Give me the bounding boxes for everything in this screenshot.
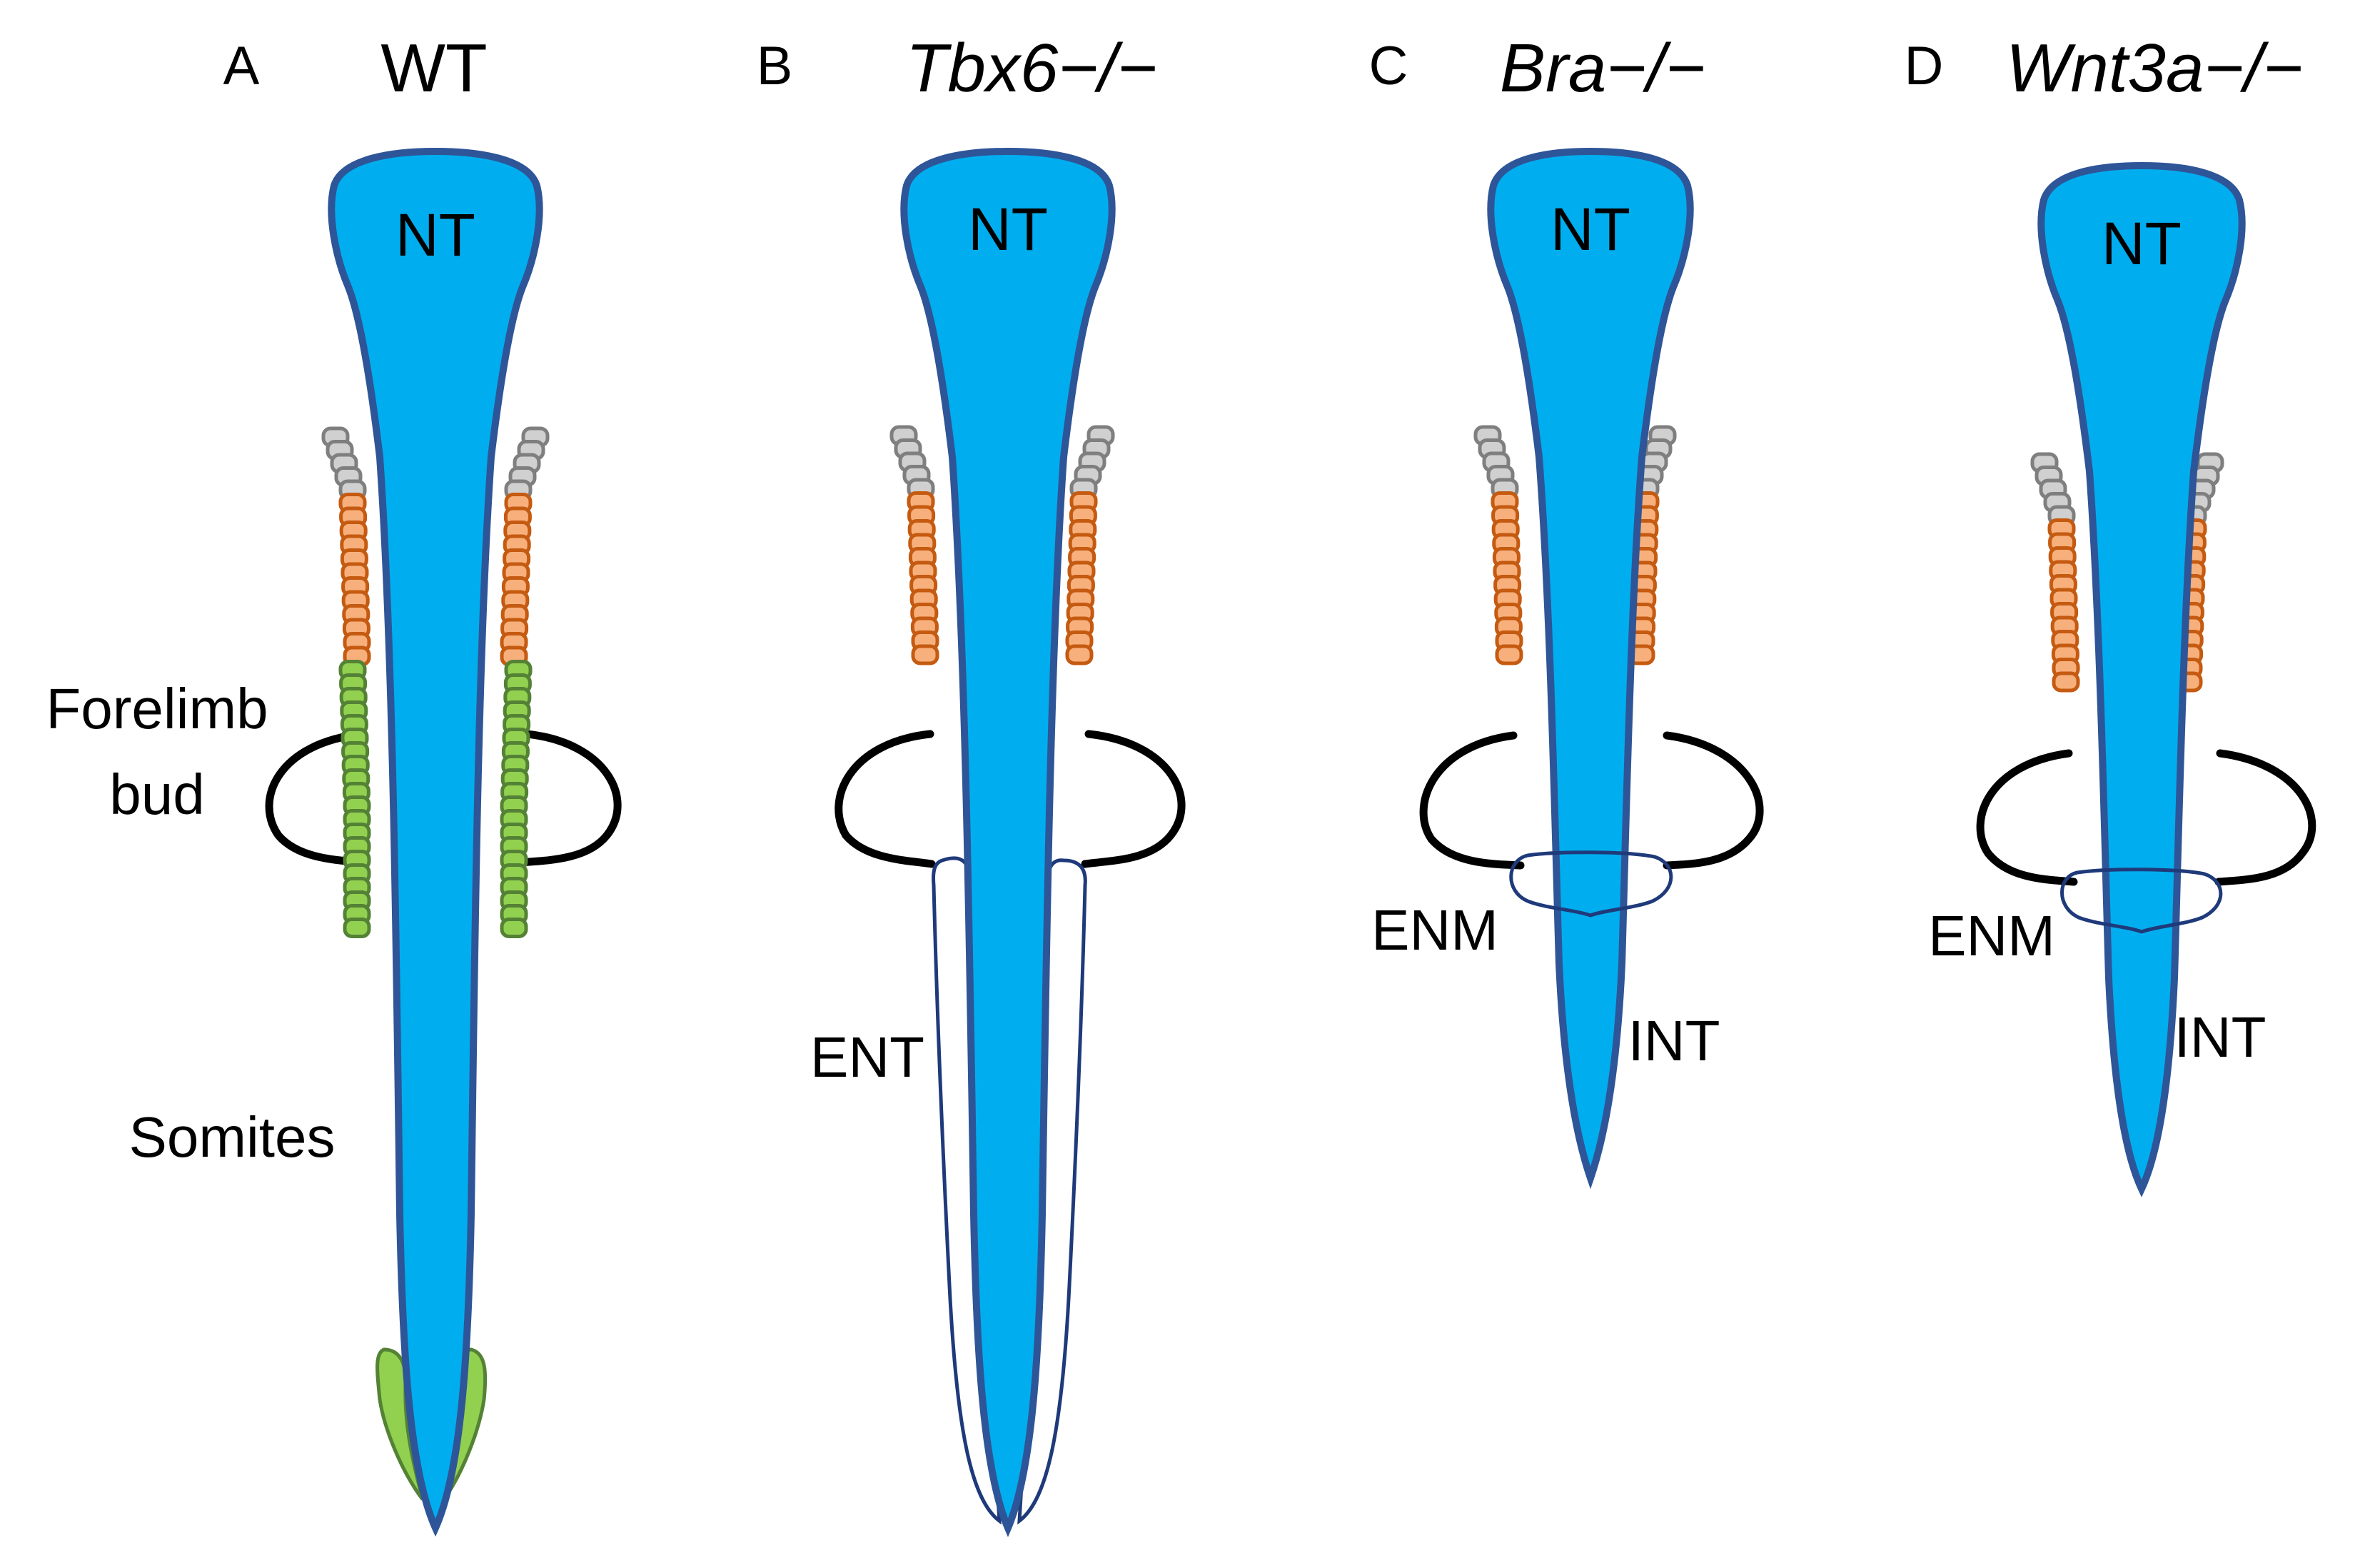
panel-d-letter: D bbox=[1905, 36, 1944, 96]
panel-a-forelimb-label-2: bud bbox=[109, 763, 204, 826]
panel-b-nt-label: NT bbox=[968, 196, 1048, 263]
panel-c: C Bra−/− NT ENM INT bbox=[1369, 30, 1764, 1190]
panel-a-somites-right bbox=[500, 426, 550, 938]
panel-a-limb-bud bbox=[265, 730, 622, 867]
panel-b-title: Tbx6−/− bbox=[906, 30, 1157, 106]
somite-green bbox=[343, 918, 371, 938]
somite-orange bbox=[1065, 644, 1094, 665]
panel-a-somites-left bbox=[321, 426, 371, 938]
panel-d-enm-label: ENM bbox=[1928, 904, 2055, 968]
panel-a-letter: A bbox=[223, 36, 260, 96]
panel-a-nt-label: NT bbox=[395, 201, 475, 268]
panel-d-nt-label: NT bbox=[2102, 210, 2182, 277]
panel-d-neural-tube bbox=[2037, 161, 2246, 1197]
panel-d-somites-left bbox=[2030, 452, 2080, 693]
panel-b-ent-label: ENT bbox=[810, 1025, 924, 1089]
panel-c-nt-label: NT bbox=[1550, 196, 1630, 263]
somite-orange bbox=[911, 644, 939, 665]
panel-d-title: Wnt3a−/− bbox=[2006, 30, 2303, 106]
somite-green bbox=[500, 918, 528, 938]
panel-c-somites-left bbox=[1473, 425, 1523, 665]
panel-a-neural-tube bbox=[328, 147, 543, 1537]
panel-b-somites-left bbox=[889, 425, 939, 665]
panel-c-enm-label: ENM bbox=[1371, 898, 1498, 962]
panel-c-limb-bud bbox=[1419, 731, 1764, 870]
panel-a: A WT NT Forelimb bud Somites bbox=[46, 30, 622, 1537]
panel-c-neural-tube bbox=[1487, 147, 1694, 1190]
panel-b: B Tbx6−/− NT ENT bbox=[757, 30, 1186, 1537]
panel-a-title: WT bbox=[380, 30, 487, 106]
panel-c-ectopic-mesoderm bbox=[1509, 850, 1673, 918]
panel-d-limb-bud bbox=[1976, 749, 2316, 886]
panel-c-letter: C bbox=[1369, 36, 1408, 96]
panel-d-ectopic-mesoderm bbox=[2060, 868, 2223, 934]
panel-c-title: Bra−/− bbox=[1500, 30, 1705, 106]
panel-d-int-label: INT bbox=[2174, 1005, 2266, 1069]
panel-b-limb-bud bbox=[834, 730, 1186, 868]
panel-a-forelimb-label-1: Forelimb bbox=[46, 677, 268, 740]
panel-b-somites-right bbox=[1065, 425, 1115, 665]
panel-b-letter: B bbox=[757, 36, 793, 96]
panel-a-somites-label: Somites bbox=[129, 1105, 336, 1169]
somite-orange bbox=[1495, 644, 1523, 665]
somite-orange bbox=[2052, 671, 2080, 693]
panel-c-int-label: INT bbox=[1628, 1009, 1720, 1072]
panel-d: D Wnt3a−/− NT ENM INT bbox=[1905, 30, 2316, 1197]
panel-b-neural-tube bbox=[900, 147, 1116, 1537]
